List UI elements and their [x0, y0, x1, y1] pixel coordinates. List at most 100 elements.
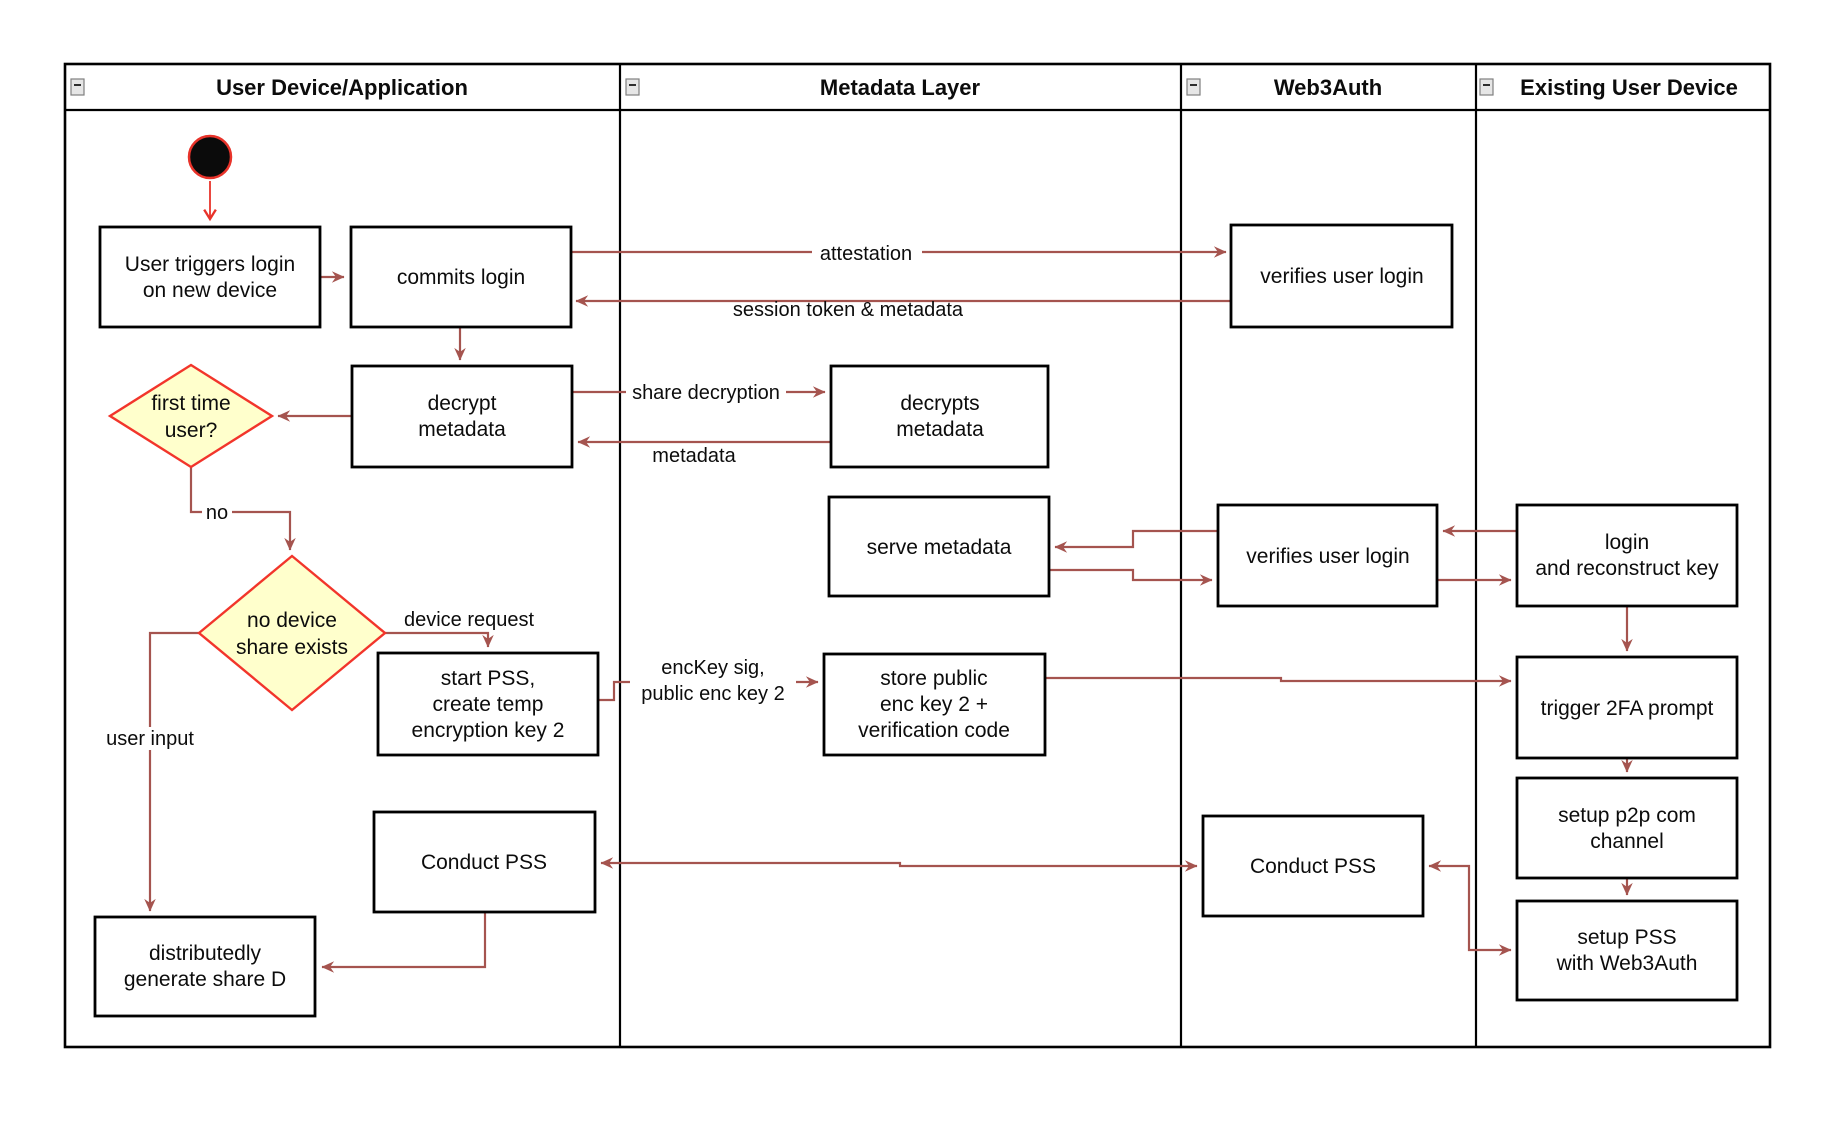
- node-label: verifies user login: [1260, 265, 1423, 288]
- node-box: [93, 915, 317, 1018]
- edge-verifies2-to-serve: [1054, 529, 1218, 553]
- edge-serve-to-verifies2: [1049, 568, 1213, 586]
- node-label: create temp: [433, 693, 544, 716]
- node-box: [98, 225, 322, 329]
- node-label: and reconstruct key: [1535, 557, 1719, 580]
- node-label: channel: [1590, 830, 1664, 853]
- node-setup-p2p: setup p2p com channel: [1515, 776, 1739, 880]
- node-label: login: [1605, 531, 1649, 554]
- node-box: [1515, 776, 1739, 880]
- node-box: [1216, 503, 1439, 608]
- node-box: [1515, 899, 1739, 1002]
- node-label: enc key 2 +: [880, 693, 988, 716]
- node-commits-login: commits login: [349, 225, 573, 329]
- node-box: [372, 810, 597, 914]
- lane-header-metadata-layer: Metadata Layer: [625, 75, 981, 100]
- edge-label-session-token: session token & metadata: [733, 299, 964, 321]
- node-user-triggers-login: User triggers login on new device: [98, 225, 322, 329]
- node-box: [827, 495, 1051, 598]
- node-label: metadata: [418, 418, 506, 441]
- node-distributedly-generate: distributedly generate share D: [93, 915, 317, 1018]
- collapse-icon[interactable]: [1479, 78, 1494, 96]
- node-decrypts-metadata: decrypts metadata: [829, 364, 1050, 469]
- diagram-border: [63, 62, 1772, 1049]
- node-label: encryption key 2: [412, 719, 565, 742]
- node-label: metadata: [896, 418, 984, 441]
- edge-setup-pss-conduct-link: [1428, 860, 1512, 956]
- edge-labels: attestation session token & metadata sha…: [100, 240, 964, 750]
- lane-header-user-device: User Device/Application: [70, 75, 468, 100]
- node-label: with Web3Auth: [1556, 952, 1698, 975]
- node-box: [349, 225, 573, 329]
- node-box: [1201, 814, 1425, 918]
- node-verifies-user-login-mid: verifies user login: [1216, 503, 1439, 608]
- edges: [144, 181, 1633, 973]
- edge-label-enckey-line2: public enc key 2: [641, 683, 784, 705]
- node-serve-metadata: serve metadata: [827, 495, 1051, 598]
- decision-label: share exists: [236, 636, 348, 659]
- node-label: store public: [880, 667, 987, 690]
- collapse-icon[interactable]: [625, 78, 640, 96]
- decision-no-device-share: no device share exists: [197, 554, 387, 712]
- node-verifies-user-login-top: verifies user login: [1229, 223, 1454, 329]
- node-box: [1515, 655, 1739, 760]
- node-label: serve metadata: [867, 536, 1012, 559]
- edge-conduct-pss-link: [600, 857, 1198, 872]
- edge-conduct-to-distributedly: [321, 912, 487, 973]
- node-label: on new device: [143, 279, 277, 302]
- edge-label-share-decryption: share decryption: [632, 382, 780, 404]
- decision-shape: [107, 363, 275, 469]
- edge-label-attestation: attestation: [820, 243, 912, 265]
- node-label: decrypts: [900, 392, 979, 415]
- edge-label-user-input: user input: [106, 728, 194, 750]
- edge-label-no: no: [206, 502, 228, 524]
- initial-node: [187, 134, 233, 180]
- edge-label-enckey-line1: encKey sig,: [661, 657, 764, 679]
- decision-first-time-user: first time user?: [107, 363, 275, 469]
- node-label: verification code: [858, 719, 1010, 742]
- edge-device-request: [385, 631, 494, 648]
- node-box: [350, 364, 574, 469]
- lane-title: User Device/Application: [216, 75, 468, 100]
- node-label: Conduct PSS: [421, 851, 547, 874]
- lane-header-web3auth: Web3Auth: [1186, 75, 1382, 100]
- edge-label-device-request: device request: [404, 609, 535, 631]
- node-store-public-enc-key: store public enc key 2 + verification co…: [822, 652, 1047, 757]
- node-label: generate share D: [124, 968, 286, 991]
- node-label: User triggers login: [125, 253, 295, 276]
- node-box: [822, 652, 1047, 757]
- collapse-icon[interactable]: [1186, 78, 1201, 96]
- node-box: [1515, 503, 1739, 608]
- node-box: [376, 651, 600, 757]
- node-label: start PSS,: [441, 667, 536, 690]
- node-start-pss: start PSS, create temp encryption key 2: [376, 651, 600, 757]
- node-label: trigger 2FA prompt: [1541, 697, 1714, 720]
- node-label: setup p2p com: [1558, 804, 1696, 827]
- edge-store-to-trigger2fa: [1045, 675, 1512, 687]
- decision-shape: [197, 554, 387, 712]
- lane-title: Web3Auth: [1274, 75, 1382, 100]
- lane-title: Existing User Device: [1520, 75, 1738, 100]
- edge-user-input: [144, 631, 199, 912]
- node-login-reconstruct-key: login and reconstruct key: [1515, 503, 1739, 608]
- decision-label: no device: [247, 609, 337, 632]
- edge-label-metadata: metadata: [652, 445, 736, 467]
- node-trigger-2fa: trigger 2FA prompt: [1515, 655, 1739, 760]
- node-box: [1229, 223, 1454, 329]
- node-conduct-pss-user: Conduct PSS: [372, 810, 597, 914]
- node-conduct-pss-web3auth: Conduct PSS: [1201, 814, 1425, 918]
- collapse-icon[interactable]: [70, 78, 85, 96]
- lane-title: Metadata Layer: [820, 75, 981, 100]
- node-box: [829, 364, 1050, 469]
- node-label: Conduct PSS: [1250, 855, 1376, 878]
- node-decrypt-metadata: decrypt metadata: [350, 364, 574, 469]
- node-label: setup PSS: [1577, 926, 1676, 949]
- edge-no-branch: [189, 467, 296, 551]
- node-label: verifies user login: [1246, 545, 1409, 568]
- decision-label: first time: [151, 392, 230, 415]
- decision-label: user?: [165, 419, 218, 442]
- node-label: commits login: [397, 266, 525, 289]
- node-label: distributedly: [149, 942, 262, 965]
- lane-header-existing-user-device: Existing User Device: [1479, 75, 1738, 100]
